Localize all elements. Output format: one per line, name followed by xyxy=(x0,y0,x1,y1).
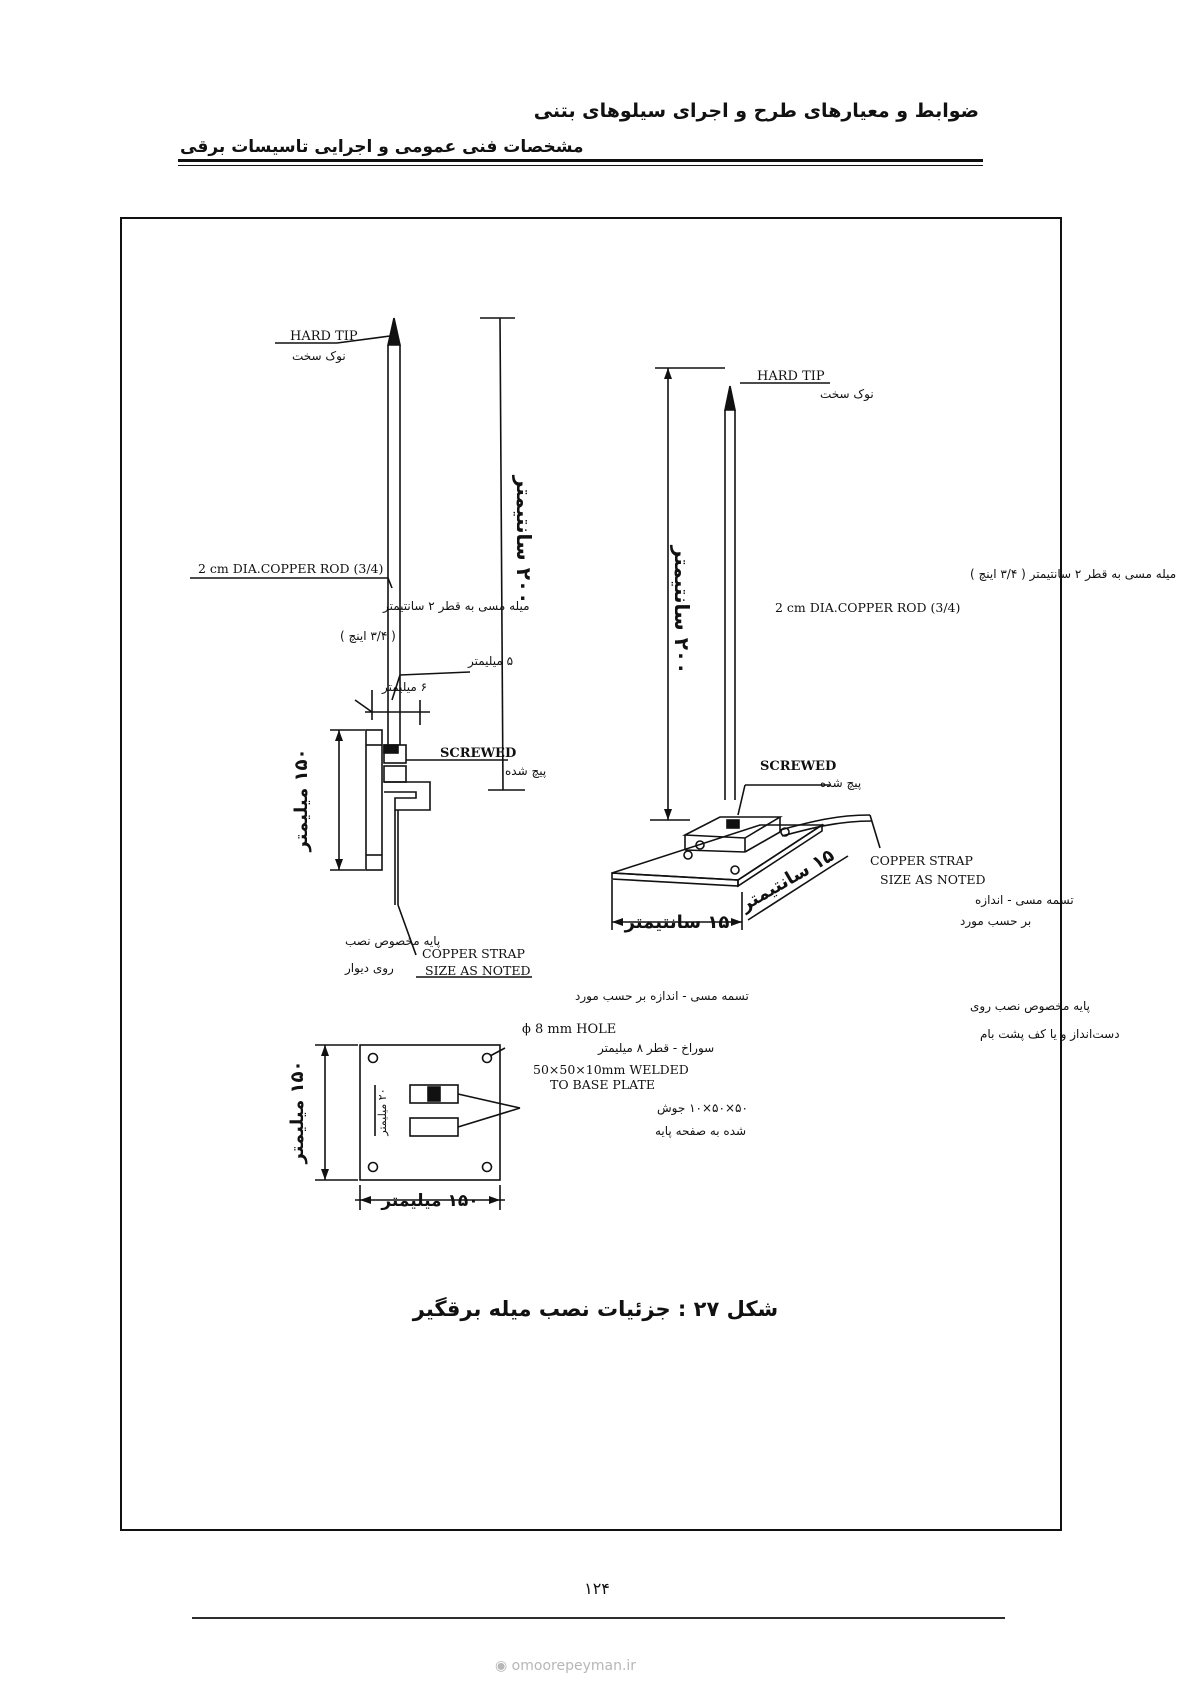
right-rod-assembly xyxy=(611,367,881,930)
right-mount-fa-1: پایه مخصوص نصب روی xyxy=(970,999,1090,1014)
left-mount-fa-1: پایه مخصوص نصب xyxy=(345,934,440,949)
hole-en: ϕ 8 mm HOLE xyxy=(522,1022,616,1037)
left-strap-fa: تسمه مسی - اندازه بر حسب مورد xyxy=(575,989,749,1004)
header-rule-thin xyxy=(178,165,983,166)
plate-width-label: ۱۵۰ میلیمتر xyxy=(380,1191,478,1211)
left-rod-assembly xyxy=(190,317,532,978)
left-rod-fa-2: ( ۳/۴ اینچ ) xyxy=(340,629,396,643)
left-screwed-fa: پیچ شده xyxy=(505,764,546,778)
right-screwed-fa: پیچ شده xyxy=(820,776,861,790)
left-height-150: ۱۵۰ میلیمتر xyxy=(291,748,312,852)
document-title: ضوابط و معیارهای طرح و اجرای سیلوهای بتن… xyxy=(533,100,979,122)
header-rule-thick xyxy=(178,159,983,162)
welded-en-2: TO BASE PLATE xyxy=(550,1077,655,1092)
left-dim-6mm: ۶ میلیمتر xyxy=(381,680,427,695)
globe-icon: ◉ xyxy=(495,1658,508,1674)
document-subtitle: مشخصات فنی عمومی و اجرایی تاسیسات برقی xyxy=(180,137,584,157)
right-strap-fa-2: بر حسب مورد xyxy=(960,914,1031,929)
right-rod-fa: میله مسی به قطر ۲ سانتیمتر ( ۳/۴ اینچ ) xyxy=(970,567,1176,582)
figure-frame xyxy=(120,217,1062,1531)
welded-fa-1: ۵۰×۵۰×۱۰ جوش xyxy=(657,1101,748,1116)
right-strap-en-2: SIZE AS NOTED xyxy=(880,872,986,887)
right-depth-label: ۱۵ سانتیمتر xyxy=(736,845,838,916)
right-strap-en-1: COPPER STRAP xyxy=(870,853,973,868)
left-screwed-en: SCREWED xyxy=(440,746,516,761)
left-rod-en: 2 cm DIA.COPPER ROD (3/4) xyxy=(198,561,383,576)
right-mount-fa-2: دست‌انداز و یا کف پشت بام xyxy=(980,1027,1120,1042)
left-strap-en-2: SIZE AS NOTED xyxy=(425,963,531,978)
right-hard-tip-fa: نوک سخت xyxy=(820,387,874,402)
left-rod-fa-1: میله مسی به قطر ۲ سانتیمتر xyxy=(382,599,530,614)
left-dim-5mm: ۵ میلیمتر xyxy=(467,654,513,669)
plate-height-label: ۱۵۰ میلیمتر xyxy=(287,1060,308,1164)
welded-fa-2: شده به صفحه پایه xyxy=(655,1124,746,1138)
plate-inner-label: ۲۰ میلیمتر xyxy=(376,1088,389,1136)
right-rod-en: 2 cm DIA.COPPER ROD (3/4) xyxy=(775,600,960,615)
left-hard-tip-fa: نوک سخت xyxy=(292,349,346,364)
left-hard-tip-en: HARD TIP xyxy=(290,329,358,344)
welded-en-1: 50×50×10mm WELDED xyxy=(533,1062,689,1077)
right-width-label: ۱۵ سانتیمتر xyxy=(624,912,730,933)
left-strap-en-1: COPPER STRAP xyxy=(422,946,525,961)
watermark-url-text: omoorepeyman.ir xyxy=(511,1658,637,1674)
left-height-label: ۲۰۰ سانتیمتر xyxy=(512,475,536,605)
right-height-label: ۲۰۰ سانتیمتر xyxy=(670,545,694,675)
page-number: ۱۲۴ xyxy=(575,1579,619,1598)
base-plate-plan xyxy=(315,1044,521,1210)
figure-caption: شکل ۲۷ : جزئیات نصب میله برقگیر xyxy=(412,1297,779,1321)
right-screwed-en: SCREWED xyxy=(760,759,836,774)
hole-fa: سوراخ - قطر ۸ میلیمتر xyxy=(597,1041,714,1056)
right-hard-tip-en: HARD TIP xyxy=(757,369,825,384)
left-mount-fa-2: روی دیوار xyxy=(344,961,394,976)
right-strap-fa-1: تسمه مسی - اندازه xyxy=(975,893,1074,908)
watermark-url: ◉ omoorepeyman.ir xyxy=(495,1658,636,1674)
